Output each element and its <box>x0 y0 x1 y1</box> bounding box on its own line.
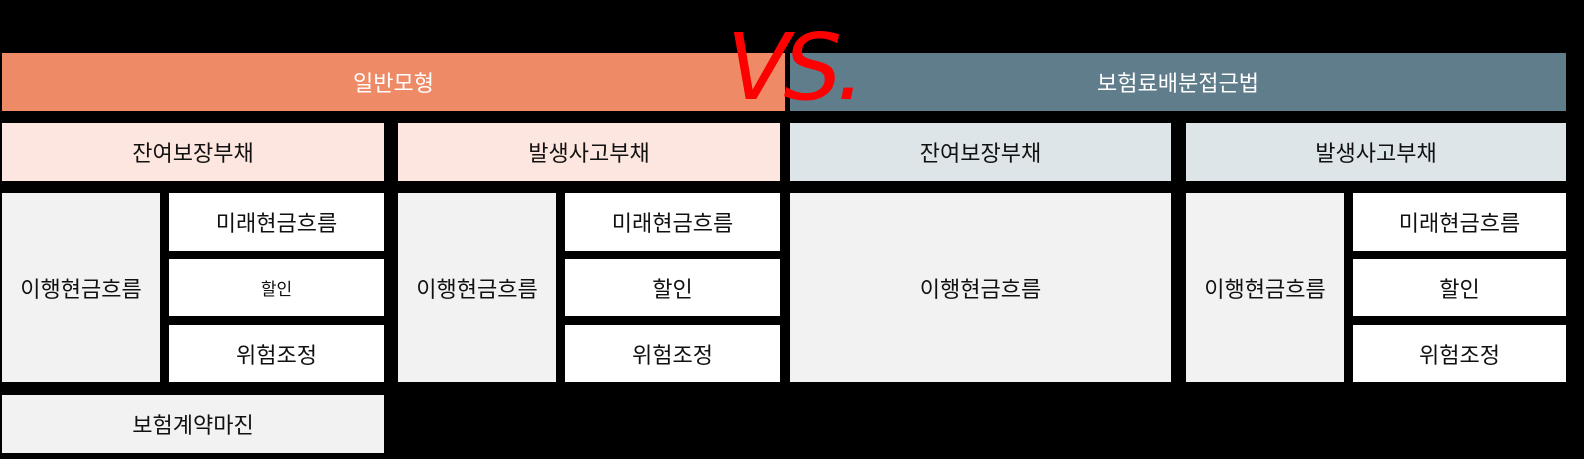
paa-lic-label: 발생사고부채 <box>1315 142 1437 167</box>
general-lrc-future-cf-label: 미래현금흐름 <box>215 212 338 237</box>
general-lic-discount-label: 할인 <box>652 277 693 303</box>
vs-text: VS. <box>726 14 866 121</box>
paa-lic-future-cf: 미래현금흐름 <box>1353 193 1566 251</box>
general-lrc-discount-label: 할인 <box>260 280 293 300</box>
general-lrc-discount: 할인 <box>169 259 384 316</box>
paa-lic-cashflow: 이행현금흐름 <box>1186 193 1344 382</box>
general-lic-risk-adj-label: 위험조정 <box>632 343 713 369</box>
general-lrc-risk-adj: 위험조정 <box>169 325 384 382</box>
paa-lic-cashflow-label: 이행현금흐름 <box>1204 277 1326 303</box>
paa-lic-future-cf-label: 미래현금흐름 <box>1398 212 1521 237</box>
general-lic-label: 발생사고부채 <box>528 142 650 167</box>
paa-lrc-header: 잔여보장부채 <box>790 123 1171 181</box>
general-lrc-cashflow-label: 이행현금흐름 <box>20 277 142 303</box>
paa-lic-risk-adj-label: 위험조정 <box>1419 343 1500 369</box>
general-model-header: 일반모형 <box>2 53 785 111</box>
general-lic-future-cf-label: 미래현금흐름 <box>611 212 734 237</box>
paa-header: 보험료배분접근법 <box>790 53 1566 111</box>
general-lic-discount: 할인 <box>565 259 780 316</box>
paa-lic-discount-label: 할인 <box>1439 277 1480 303</box>
vs-mark: VS. <box>726 14 866 121</box>
general-lic-header: 발생사고부채 <box>398 123 780 181</box>
general-lic-risk-adj: 위험조정 <box>565 325 780 382</box>
paa-title: 보험료배분접근법 <box>1097 72 1259 97</box>
general-lrc-future-cf: 미래현금흐름 <box>169 193 384 251</box>
general-lrc-risk-adj-label: 위험조정 <box>236 343 317 369</box>
general-lic-future-cf: 미래현금흐름 <box>565 193 780 251</box>
general-lic-cashflow: 이행현금흐름 <box>398 193 556 382</box>
general-lrc-csm-label: 보험계약마진 <box>132 414 254 439</box>
general-lrc-csm: 보험계약마진 <box>2 395 384 453</box>
general-lrc-cashflow: 이행현금흐름 <box>2 193 160 382</box>
paa-lic-discount: 할인 <box>1353 259 1566 316</box>
general-lrc-header: 잔여보장부채 <box>2 123 384 181</box>
paa-lrc-label: 잔여보장부채 <box>919 142 1042 167</box>
general-lrc-label: 잔여보장부채 <box>132 142 254 167</box>
paa-lrc-cashflow: 이행현금흐름 <box>790 193 1171 382</box>
paa-lrc-cashflow-label: 이행현금흐름 <box>919 277 1042 303</box>
general-model-title: 일반모형 <box>353 72 434 97</box>
paa-lic-header: 발생사고부채 <box>1186 123 1566 181</box>
general-lic-cashflow-label: 이행현금흐름 <box>416 277 538 303</box>
paa-lic-risk-adj: 위험조정 <box>1353 325 1566 382</box>
